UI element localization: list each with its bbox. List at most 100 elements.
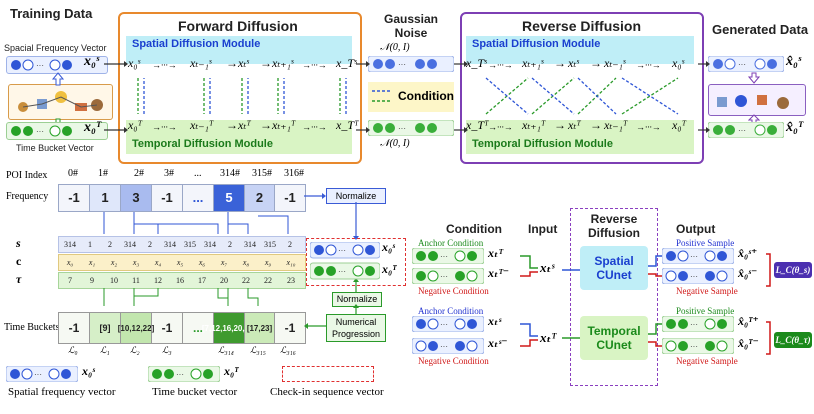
seq-c-1: x₁ xyxy=(88,258,96,267)
seq-s-9: 314 xyxy=(244,240,256,249)
reverse-cross-arrows xyxy=(485,77,679,115)
fwd-s-1: xₜ₋₁ˢ xyxy=(190,56,212,70)
poi-index-1: 1# xyxy=(98,168,108,179)
gaussian-noise-title: Gaussian Noise xyxy=(383,12,439,40)
seq-tau-10: 23 xyxy=(287,276,295,285)
bucket-7: -1 xyxy=(284,321,296,335)
svg-text:···: ··· xyxy=(338,267,346,276)
cond-negative-top-vector: ··· xyxy=(412,268,484,284)
seq-tau-0: 7 xyxy=(68,276,72,285)
bucket-5: [7,12,16,20,22] xyxy=(202,313,256,343)
bucket-4: ... xyxy=(183,313,214,343)
freq-to-normalize-arrow xyxy=(304,193,326,199)
freq-cell-3: -1 xyxy=(152,185,183,211)
out-t-minus: x̂₀ᵀ⁻ xyxy=(738,336,759,350)
rev-t-4: x₀ᵀ xyxy=(672,118,687,132)
anchor-condition-bottom: Anchor Condition xyxy=(418,306,484,316)
svg-text:···: ··· xyxy=(398,60,406,69)
xhat0t-label: x̂₀ᵀ xyxy=(786,120,803,135)
temporal-branch-connectors xyxy=(520,321,771,355)
cond-xtt-minus: xₜᵀ⁻ xyxy=(488,266,510,280)
seq-c-3: x₃ xyxy=(132,258,140,267)
negative-condition-top: Negative Condition xyxy=(418,286,489,296)
condition-header: Condition xyxy=(446,222,502,236)
rev-t-0: x_Tᵀ xyxy=(466,118,489,132)
temporal-module-label: Temporal Diffusion Module xyxy=(132,138,273,150)
checkin-sequence-box xyxy=(306,238,406,286)
row-c-label: c xyxy=(16,254,22,268)
reverse-diffusion-dashed-box xyxy=(570,208,658,386)
legend-checkin-icon xyxy=(282,366,374,382)
seq-s-1: 1 xyxy=(88,240,92,249)
generated-data-title: Generated Data xyxy=(712,22,809,37)
rev-temporal-module-band xyxy=(466,120,694,154)
training-data-title: Training Data xyxy=(10,6,93,21)
fwd-s-0: x₀ˢ xyxy=(128,56,141,70)
cond-negative-bottom-vector: ··· xyxy=(412,338,484,354)
svg-text:···: ··· xyxy=(440,320,448,329)
training-time-vector: ··· xyxy=(6,122,108,140)
seq-tau-8: 22 xyxy=(242,276,250,285)
fwd-t-1: xₜ₋₁ᵀ xyxy=(190,118,214,132)
link-arrows-right xyxy=(698,61,710,133)
negative-sample-bottom: Negative Sample xyxy=(676,356,738,366)
reverse-diffusion-box xyxy=(460,12,704,164)
output-header: Output xyxy=(676,222,716,236)
forward-diffusion-title: Forward Diffusion xyxy=(178,18,298,34)
svg-text:···: ··· xyxy=(690,272,698,281)
seq-s-2: 2 xyxy=(108,240,112,249)
checkin-illustration xyxy=(8,84,113,120)
frequency-label: Frequency xyxy=(6,191,49,202)
svg-text:···: ··· xyxy=(690,252,698,261)
seq-s-10: 315 xyxy=(264,240,276,249)
spatial-module-label: Spatial Diffusion Module xyxy=(132,38,261,50)
bucket-6: [17,23] xyxy=(245,313,275,343)
poi-index-7: 316# xyxy=(284,168,304,179)
seq-tau-1: 9 xyxy=(90,276,94,285)
bucket-label-6: ℒ₃₁₆ xyxy=(280,345,296,355)
svg-text:···: ··· xyxy=(440,252,448,261)
freq-cell-5: 5 xyxy=(214,185,245,211)
svg-text:···: ··· xyxy=(690,342,698,351)
gaussian-formula-bottom: 𝒩(0, I) xyxy=(380,138,410,149)
seq-s-0: 314 xyxy=(64,240,76,249)
svg-text:···: ··· xyxy=(176,370,184,379)
cond-xts-minus: xₜˢ⁻ xyxy=(488,336,508,350)
seq-c-5: x₅ xyxy=(176,258,184,267)
spatial-vector-label: Spacial Frequency Vector xyxy=(4,43,107,53)
temporal-module-band xyxy=(126,120,352,154)
poi-index-label: POI Index xyxy=(6,170,48,181)
rev-t-2: xₜᵀ xyxy=(568,118,581,132)
condition-legend-box xyxy=(368,82,454,112)
bucket-label-5: ℒ₃₁₅ xyxy=(250,345,266,355)
up-arrow-icon xyxy=(52,72,64,86)
generated-time-vector: ··· xyxy=(708,122,784,138)
svg-text:···: ··· xyxy=(738,126,746,135)
cond-anchor-top-vector: ··· xyxy=(412,248,484,264)
freq-cell-1: 1 xyxy=(90,185,121,211)
seq-s-4: 2 xyxy=(148,240,152,249)
rev-temporal-module-label: Temporal Diffusion Module xyxy=(472,138,613,150)
x0s-label: x₀ˢ xyxy=(84,54,100,69)
buckets-arrow xyxy=(304,323,326,329)
reverse-header: Reverse Diffusion xyxy=(588,212,640,240)
loss-temporal-badge: L_C(θ_τ) xyxy=(774,332,812,348)
seq-c-7: x₇ xyxy=(220,258,228,267)
rev-t-3: xₜ₋₁ᵀ xyxy=(604,118,628,132)
legend-x0s: x₀ˢ xyxy=(82,364,96,378)
fwd-t-4: x_Tᵀ xyxy=(336,118,359,132)
cond-xtt-top: xₜᵀ xyxy=(488,246,503,260)
condition-arrows-icon xyxy=(372,90,390,102)
seq-c-8: x₈ xyxy=(242,258,250,267)
bucket-label-0: ℒ₀ xyxy=(68,345,78,355)
out-spatial-positive-vector: ··· xyxy=(662,248,734,264)
seq-s-5: 314 xyxy=(164,240,176,249)
svg-text:···: ··· xyxy=(440,342,448,351)
seq-c-2: x₂ xyxy=(110,258,118,267)
seq-s-8: 2 xyxy=(228,240,232,249)
rev-t-1: xₜ₊₁ᵀ xyxy=(522,118,546,132)
down-arrow-icon xyxy=(748,72,760,84)
out-s-plus: x̂₀ˢ⁺ xyxy=(738,246,758,260)
bucket-labels: ℒ₀ ℒ₁ ℒ₂ ℒ₃ ℒ₃₁₄ ℒ₃₁₅ ℒ₃₁₆ xyxy=(58,345,308,357)
temporal-cunet-box: Temporal CUnet xyxy=(580,316,648,360)
